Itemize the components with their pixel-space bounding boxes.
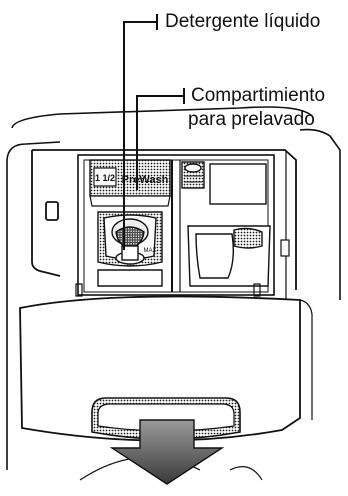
callout-liquid-detergent: Detergente líquido xyxy=(165,11,321,32)
right-compartment xyxy=(181,161,271,287)
leader-line-prewash xyxy=(136,95,184,190)
pull-arrow-icon xyxy=(109,419,225,485)
callout-prewash-line1: Compartimiento xyxy=(191,85,326,106)
drawer-handle xyxy=(91,397,241,440)
dispenser-housing xyxy=(31,149,297,300)
max-marking: MAX xyxy=(143,248,156,254)
cup-marking: 1 1/2 xyxy=(95,173,115,183)
prewash-marking: PreWash xyxy=(122,174,169,186)
liquid-detergent-cup: MAX xyxy=(97,211,163,287)
drawer-clips xyxy=(75,283,261,297)
leader-line-liquid xyxy=(123,21,157,250)
washer-body-outline xyxy=(6,106,341,481)
callout-prewash-line2: para prelavado xyxy=(188,109,315,130)
callout-leaders xyxy=(123,14,185,250)
prewash-compartment: 1 1/2 PreWash xyxy=(89,159,171,207)
